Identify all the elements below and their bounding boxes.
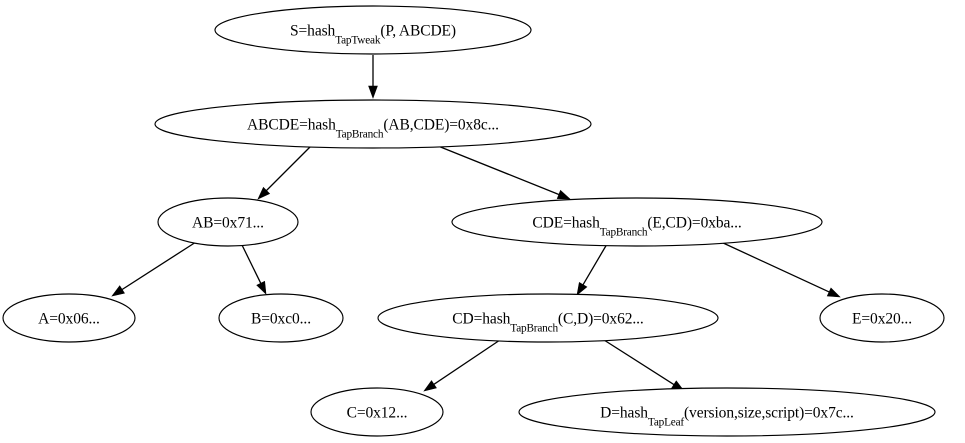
edge-cd-to-c bbox=[423, 339, 501, 392]
node-ellipse-abcde[interactable] bbox=[154, 99, 592, 149]
node-ellipse-cde[interactable] bbox=[451, 197, 823, 247]
node-ellipse-s[interactable] bbox=[214, 5, 532, 55]
edge-cd-to-d bbox=[603, 339, 685, 392]
edge-arrowhead-icon bbox=[826, 287, 841, 298]
edge-ab-to-a bbox=[111, 241, 197, 297]
node-ellipse-c[interactable] bbox=[310, 387, 444, 437]
edge-arrowhead-icon bbox=[256, 280, 267, 295]
edge-arrowhead-icon bbox=[111, 285, 125, 297]
node-ellipse-cd[interactable] bbox=[377, 293, 719, 343]
node-ellipse-b[interactable] bbox=[218, 293, 344, 343]
node-ellipse-ab[interactable] bbox=[157, 197, 299, 247]
edge-line bbox=[433, 339, 501, 385]
edges-layer bbox=[111, 55, 841, 392]
edge-arrowhead-icon bbox=[576, 281, 588, 296]
edge-arrowhead-icon bbox=[423, 380, 437, 392]
edge-arrowhead-icon bbox=[257, 186, 271, 200]
edge-s-to-abcde bbox=[368, 55, 378, 99]
edge-abcde-to-ab bbox=[257, 145, 312, 200]
edge-line bbox=[266, 145, 312, 191]
edge-line bbox=[241, 244, 262, 284]
edge-line bbox=[582, 243, 608, 285]
edge-line bbox=[121, 241, 197, 291]
edge-line bbox=[437, 145, 560, 196]
edge-cde-to-cd bbox=[576, 243, 608, 296]
edge-arrowhead-icon bbox=[556, 189, 571, 200]
edge-ab-to-b bbox=[241, 244, 267, 295]
node-ellipse-a[interactable] bbox=[2, 293, 136, 343]
edge-cde-to-e bbox=[720, 241, 841, 298]
edge-arrowhead-icon bbox=[368, 85, 378, 99]
nodes-layer bbox=[2, 5, 945, 437]
edge-abcde-to-cde bbox=[437, 145, 571, 200]
node-ellipse-e[interactable] bbox=[819, 293, 945, 343]
node-ellipse-d[interactable] bbox=[518, 387, 936, 437]
edge-line bbox=[603, 339, 675, 386]
edge-line bbox=[720, 241, 830, 293]
